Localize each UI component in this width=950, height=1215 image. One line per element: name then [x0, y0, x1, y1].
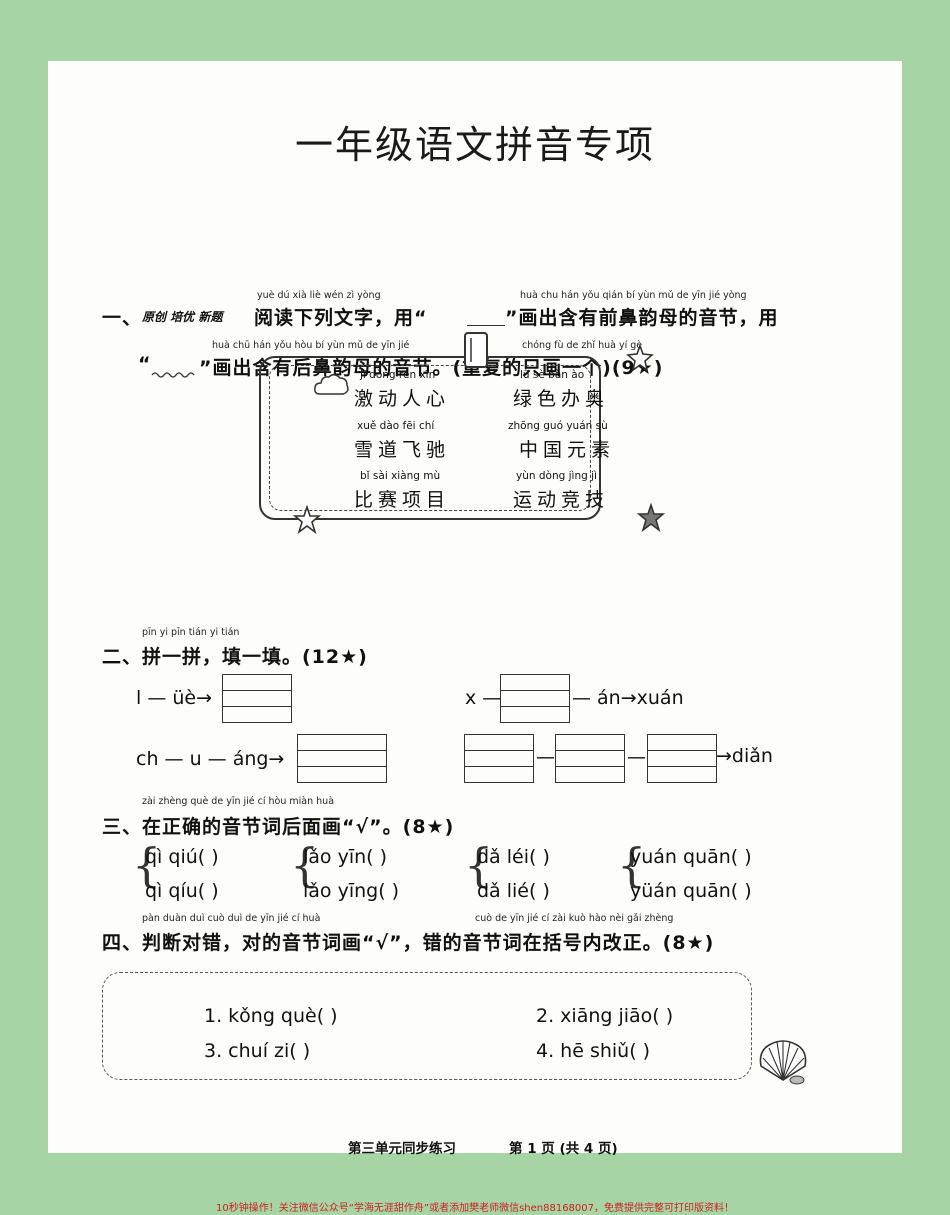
q3-option[interactable]: yüán quān( ) [630, 880, 752, 902]
q2-dash: — [536, 746, 555, 768]
q1-pinyin-1: yuè dú xià liè wén zì yòng [257, 290, 381, 301]
word-text: 中国元素 [519, 439, 616, 461]
q1-line1b: ”画出含有前鼻韵母的音节，用 [505, 307, 779, 329]
q2-heading: 二、拼一拼，填一填。(12★) [102, 646, 368, 668]
page-title: 一年级语文拼音专项 [294, 123, 655, 167]
q2-answer-box-4[interactable] [464, 734, 534, 783]
straight-underline-sample [467, 325, 505, 326]
q2-item4-label: →diǎn [716, 745, 773, 767]
q2-item2-prefix: x — [465, 687, 502, 709]
q3-option[interactable]: dǎ léi( ) [477, 846, 550, 868]
q2-pinyin: pīn yi pīn tián yi tián [142, 627, 240, 638]
star-icon-bottom-left [292, 505, 322, 535]
q2-answer-box-5[interactable] [555, 734, 625, 783]
promo-note: 10秒钟操作！关注微信公众号“学海无涯甜作舟”或者添加樊老师微信shen8816… [215, 1203, 735, 1214]
brace: { [617, 838, 647, 892]
word-text: 运动竞技 [513, 489, 610, 511]
q3-option[interactable]: lǎo yīn( ) [303, 846, 388, 868]
brace: { [464, 838, 494, 892]
word-pinyin: lǜ sè bàn ào [520, 369, 585, 381]
word-pinyin: yùn dòng jìng jì [516, 470, 597, 482]
brace: { [290, 838, 320, 892]
q1-line2b: ”画出含有后鼻韵母的音节。(重复的只画一个)(9★) [199, 357, 664, 379]
q1-pinyin-4: chóng fù de zhǐ huà yí gè [522, 340, 643, 351]
q3-heading: 三、在正确的音节词后面画“√”。(8★) [102, 816, 455, 838]
q2-item3-label: ch — u — áng→ [136, 748, 285, 770]
q1-pinyin-3: huà chū hán yǒu hòu bí yùn mǔ de yīn jié [212, 340, 410, 351]
q4-pinyin-2: cuò de yīn jié cí zài kuò hào nèi gǎi zh… [475, 913, 674, 924]
q1-line1a: 阅读下列文字，用“ [254, 307, 428, 329]
q4-item[interactable]: 3. chuí zi( ) [204, 1040, 311, 1062]
q4-item[interactable]: 2. xiāng jiāo( ) [536, 1005, 674, 1027]
brace: { [132, 838, 162, 892]
q3-option[interactable]: qì qiú( ) [145, 846, 219, 868]
word-text: 激动人心 [354, 388, 451, 410]
q3-pinyin: zài zhèng què de yīn jié cí hòu miàn huà [142, 796, 335, 807]
q2-answer-box-3[interactable] [297, 734, 387, 783]
q2-dash: — [627, 746, 646, 768]
word-text: 绿色办奥 [513, 388, 610, 410]
star-icon-top-right [626, 344, 654, 372]
wavy-underline-sample [151, 372, 195, 378]
q1-pinyin-2: huà chu hán yǒu qián bí yùn mǔ de yīn ji… [520, 290, 747, 301]
q3-option[interactable]: qì qíu( ) [145, 880, 219, 902]
scroll-tab-decoration [464, 332, 488, 368]
q4-answer-area [102, 972, 752, 1080]
q4-heading: 四、判断对错，对的音节词画“√”，错的音节词在括号内改正。(8★) [102, 932, 715, 954]
q4-pinyin-1: pàn duàn duì cuò duì de yīn jié cí huà [142, 913, 321, 924]
star-icon-bottom-right [636, 503, 666, 533]
q3-option[interactable]: dǎ lié( ) [477, 880, 550, 902]
q1-number: 一、 [102, 307, 143, 329]
cloud-icon [314, 374, 349, 395]
q4-item[interactable]: 4. hē shiǔ( ) [536, 1040, 651, 1062]
q1-tag: 原创 培优 新题 [142, 310, 223, 324]
word-text: 比赛项目 [354, 489, 451, 511]
word-pinyin: bǐ sài xiàng mù [360, 470, 441, 482]
seashell-icon [759, 1040, 807, 1085]
q2-item2-suffix: — án→xuán [572, 687, 684, 709]
q1-line2a: “ [138, 353, 152, 375]
word-frame [259, 356, 601, 520]
worksheet-page [48, 61, 902, 1153]
word-pinyin: zhōng guó yuán sù [508, 420, 608, 432]
footer-page-number: 第 1 页 (共 4 页) [509, 1141, 618, 1157]
footer-unit: 第三单元同步练习 [348, 1141, 456, 1157]
word-text: 雪道飞驰 [354, 439, 451, 461]
q3-option[interactable]: lǎo yīng( ) [303, 880, 400, 902]
q3-option[interactable]: yuán quān( ) [630, 846, 752, 868]
q2-answer-box-1[interactable] [222, 674, 292, 723]
word-pinyin: jī dòng rén xīn [360, 369, 436, 381]
q2-item1-label: l — üè→ [136, 687, 213, 709]
q2-answer-box-2[interactable] [500, 674, 570, 723]
q2-answer-box-6[interactable] [647, 734, 717, 783]
word-pinyin: xuě dào fēi chí [357, 420, 435, 432]
q4-item[interactable]: 1. kǒng què( ) [204, 1005, 338, 1027]
